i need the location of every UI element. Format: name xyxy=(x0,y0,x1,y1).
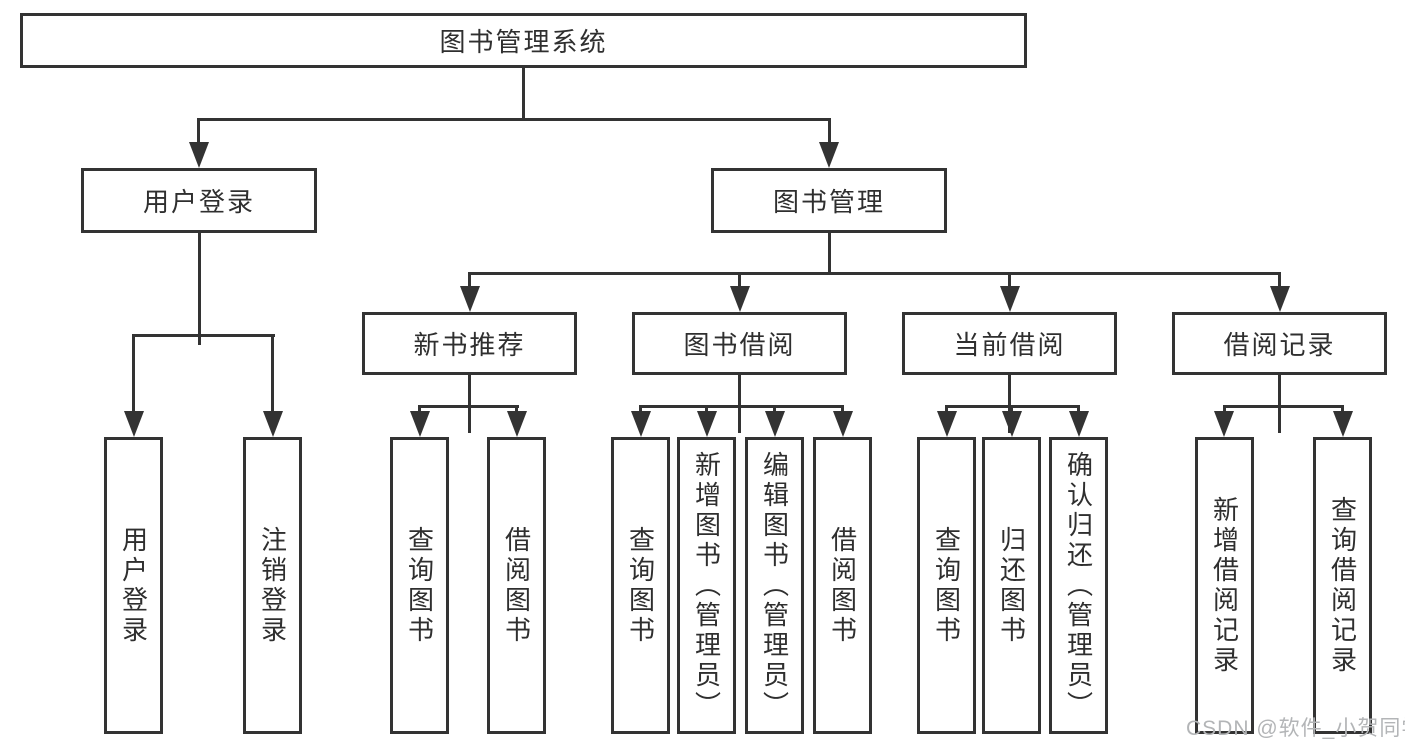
node-leaf-borrow-books-2: 借阅图书 xyxy=(813,437,872,734)
arrowhead-icon xyxy=(507,411,527,437)
node-leaf-logout-label: 注销登录 xyxy=(257,525,288,646)
arrowhead-icon xyxy=(124,411,144,437)
edge-leaf-arrow-shaft xyxy=(705,405,708,413)
node-leaf-logout: 注销登录 xyxy=(243,437,302,734)
node-leaf-add-books-admin-label: 新增图书（管理员） xyxy=(691,450,722,721)
edge-user-login-nub xyxy=(198,337,201,345)
node-leaf-return-books-label: 归还图书 xyxy=(996,525,1027,646)
node-leaf-query-books-3: 查询图书 xyxy=(917,437,976,734)
edge-borrow-records-bus xyxy=(1223,405,1344,408)
arrowhead-icon xyxy=(1000,286,1020,312)
edge-leaf-arrow-shaft xyxy=(1010,405,1013,413)
edge-book-borrow-stem xyxy=(738,375,741,433)
edge-book-management-bus xyxy=(468,272,1281,275)
arrowhead-icon xyxy=(819,142,839,168)
edge-level3-arrow-shaft xyxy=(1278,272,1281,286)
node-leaf-edit-books-admin-label: 编辑图书（管理员） xyxy=(759,450,790,721)
node-borrow-records-label: 借阅记录 xyxy=(1223,330,1336,360)
node-leaf-borrow-books-1: 借阅图书 xyxy=(487,437,546,734)
arrowhead-icon xyxy=(189,142,209,168)
edge-borrow-records-stem xyxy=(1278,375,1281,433)
edge-book-borrow-bus xyxy=(639,405,844,408)
node-leaf-query-borrow-record-label: 查询借阅记录 xyxy=(1327,495,1358,676)
arrowhead-icon xyxy=(1002,411,1022,437)
node-leaf-return-books: 归还图书 xyxy=(982,437,1041,734)
node-leaf-query-books-1-label: 查询图书 xyxy=(404,525,435,646)
edge-book-management-stem xyxy=(828,233,831,275)
arrowhead-icon xyxy=(1069,411,1089,437)
node-current-borrow-label: 当前借阅 xyxy=(953,330,1066,360)
node-current-borrow: 当前借阅 xyxy=(902,312,1117,375)
node-leaf-user-login: 用户登录 xyxy=(104,437,163,734)
node-leaf-add-books-admin: 新增图书（管理员） xyxy=(677,437,736,734)
edge-root-arrow-shaft xyxy=(828,118,831,144)
node-book-management: 图书管理 xyxy=(711,168,947,233)
edge-leaf-arrow-shaft xyxy=(945,405,948,413)
edge-leaf-arrow-shaft xyxy=(515,405,518,413)
arrowhead-icon xyxy=(1333,411,1353,437)
arrowhead-icon xyxy=(765,411,785,437)
node-book-borrow: 图书借阅 xyxy=(632,312,847,375)
node-leaf-add-borrow-record-label: 新增借阅记录 xyxy=(1209,495,1240,676)
node-leaf-query-books-2: 查询图书 xyxy=(611,437,670,734)
node-leaf-borrow-books-1-label: 借阅图书 xyxy=(501,525,532,646)
node-root: 图书管理系统 xyxy=(20,13,1027,68)
edge-leaf-arrow-shaft xyxy=(1341,405,1344,413)
edge-user-login-stem xyxy=(198,233,201,337)
arrowhead-icon xyxy=(460,286,480,312)
edge-root-bus xyxy=(197,118,831,121)
edge-level3-arrow-shaft xyxy=(468,272,471,286)
arrowhead-icon xyxy=(263,411,283,437)
arrowhead-icon xyxy=(697,411,717,437)
node-user-login: 用户登录 xyxy=(81,168,317,233)
node-leaf-query-borrow-record: 查询借阅记录 xyxy=(1313,437,1372,734)
node-user-login-label: 用户登录 xyxy=(142,187,255,217)
node-leaf-borrow-books-2-label: 借阅图书 xyxy=(827,525,858,646)
edge-level3-arrow-shaft xyxy=(1008,272,1011,286)
edge-level3-arrow-shaft xyxy=(738,272,741,286)
edge-leaf-arrow-shaft xyxy=(841,405,844,413)
arrowhead-icon xyxy=(937,411,957,437)
node-leaf-query-books-3-label: 查询图书 xyxy=(931,525,962,646)
edge-current-borrow-stem xyxy=(1008,375,1011,433)
node-borrow-records: 借阅记录 xyxy=(1172,312,1387,375)
node-leaf-add-borrow-record: 新增借阅记录 xyxy=(1195,437,1254,734)
csdn-watermark: CSDN @软件_小贺同学 xyxy=(1186,717,1405,740)
node-leaf-user-login-label: 用户登录 xyxy=(118,525,149,646)
node-book-management-label: 图书管理 xyxy=(772,187,885,217)
node-leaf-query-books-2-label: 查询图书 xyxy=(625,525,656,646)
node-root-label: 图书管理系统 xyxy=(439,27,608,57)
arrowhead-icon xyxy=(833,411,853,437)
edge-leaf-arrow-shaft xyxy=(1077,405,1080,413)
edge-leaf-arrow-shaft xyxy=(773,405,776,413)
edge-user-login-arrow-shaft xyxy=(271,334,274,411)
arrowhead-icon xyxy=(1214,411,1234,437)
arrowhead-icon xyxy=(631,411,651,437)
node-new-book-recommend-label: 新书推荐 xyxy=(413,330,526,360)
arrowhead-icon xyxy=(730,286,750,312)
arrowhead-icon xyxy=(1270,286,1290,312)
edge-root-stem xyxy=(522,68,525,121)
edge-leaf-arrow-shaft xyxy=(1223,405,1226,413)
node-leaf-edit-books-admin: 编辑图书（管理员） xyxy=(745,437,804,734)
node-leaf-confirm-return-admin: 确认归还（管理员） xyxy=(1049,437,1108,734)
edge-user-login-bus xyxy=(132,334,275,337)
node-new-book-recommend: 新书推荐 xyxy=(362,312,577,375)
edge-new-book-recommend-stem xyxy=(468,375,471,433)
edge-new-book-recommend-bus xyxy=(418,405,519,408)
arrowhead-icon xyxy=(410,411,430,437)
edge-root-arrow-shaft xyxy=(197,118,200,144)
edge-user-login-arrow-shaft xyxy=(132,334,135,411)
edge-leaf-arrow-shaft xyxy=(639,405,642,413)
node-book-borrow-label: 图书借阅 xyxy=(683,330,796,360)
node-leaf-query-books-1: 查询图书 xyxy=(390,437,449,734)
node-leaf-confirm-return-admin-label: 确认归还（管理员） xyxy=(1063,450,1094,721)
edge-leaf-arrow-shaft xyxy=(418,405,421,413)
